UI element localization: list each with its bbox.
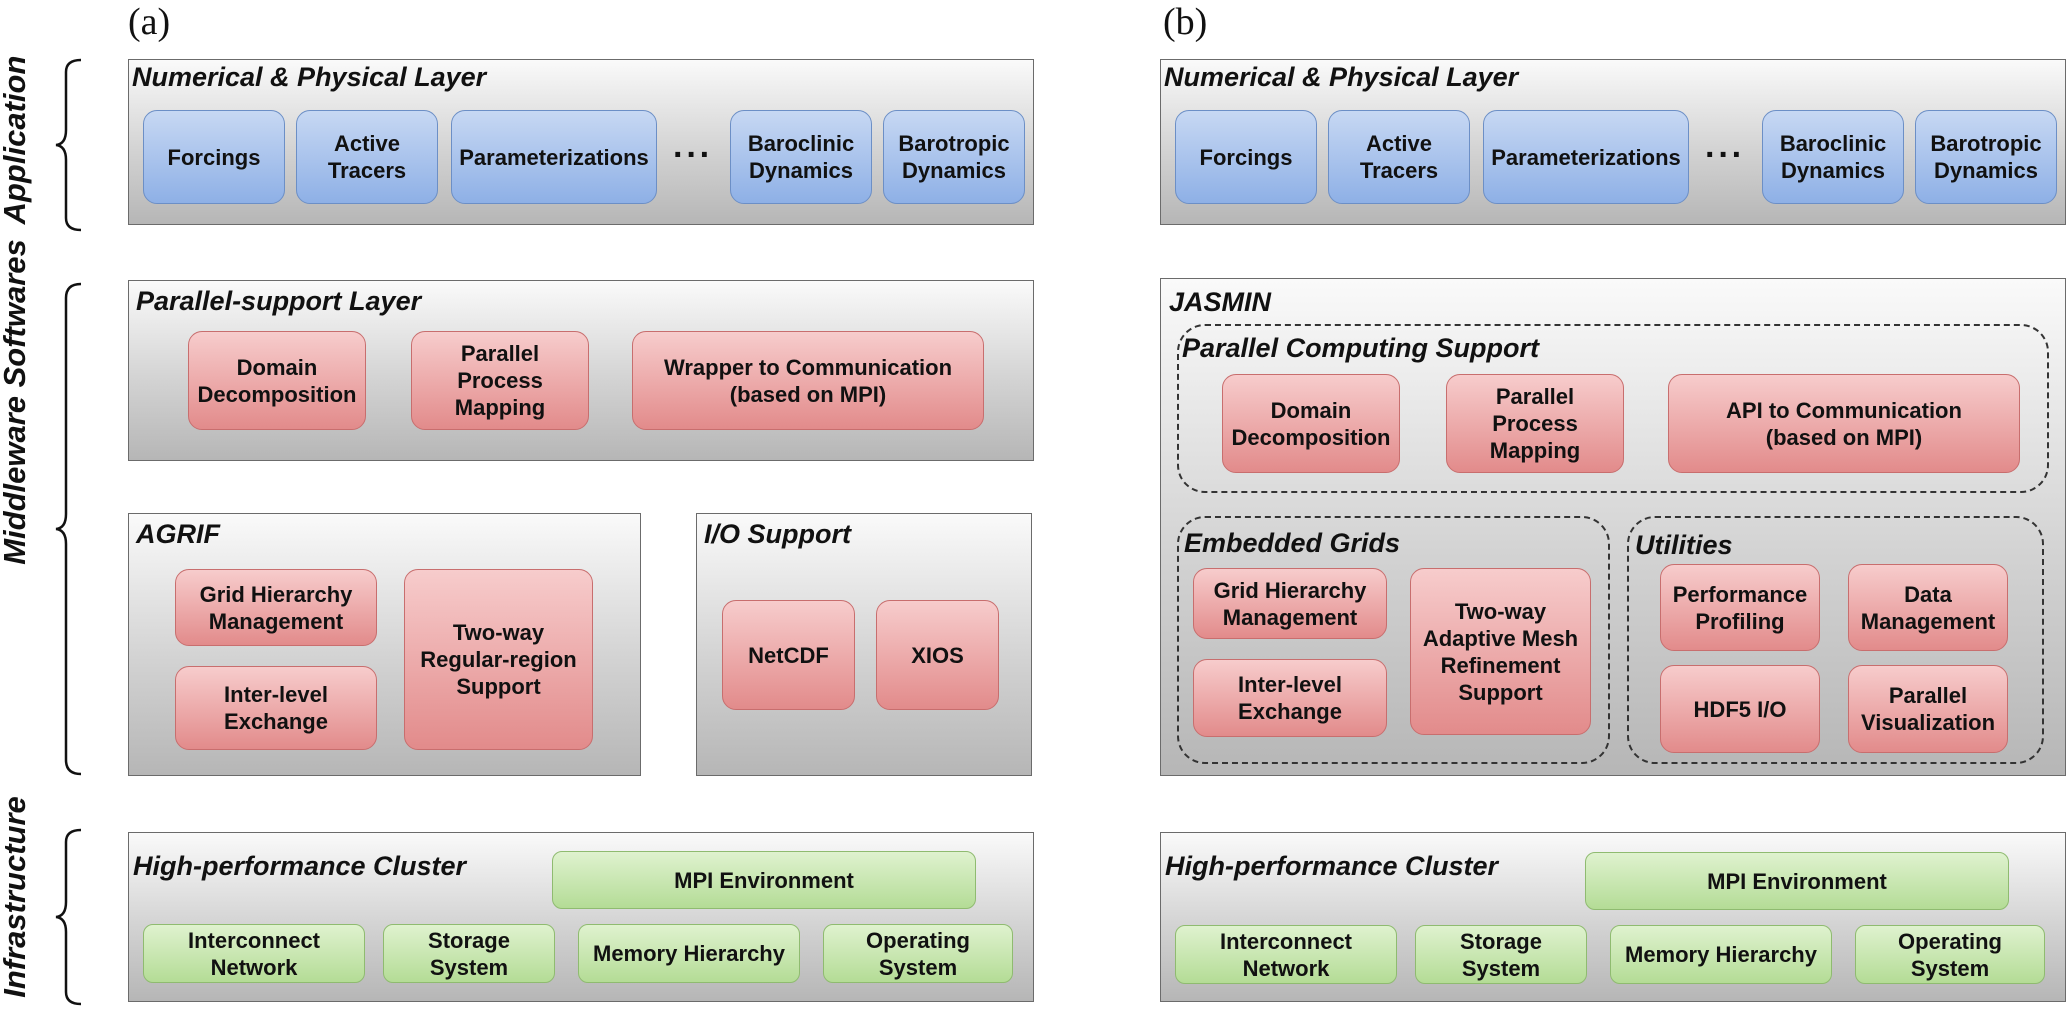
module-inter-level-exchange: Inter-level Exchange xyxy=(175,666,377,750)
panel-b-label: (b) xyxy=(1163,1,1208,43)
module-performance-profiling: Performance Profiling xyxy=(1660,564,1820,651)
ellipsis: ··· xyxy=(673,135,713,174)
module-baroclinic-dynamics: Baroclinic Dynamics xyxy=(730,110,872,204)
module-two-way-regular-region-support: Two-way Regular-region Support xyxy=(404,569,593,750)
module-memory-hierarchy: Memory Hierarchy xyxy=(1610,925,1832,984)
panel-a-agrif-title: AGRIF xyxy=(136,519,220,549)
module-domain-decomposition: Domain Decomposition xyxy=(1222,374,1400,473)
module-two-way-adaptive-mesh-refinement-support: Two-way Adaptive Mesh Refinement Support xyxy=(1410,568,1591,735)
module-grid-hierarchy-management: Grid Hierarchy Management xyxy=(175,569,377,646)
ellipsis: ··· xyxy=(1705,135,1745,174)
utilities-title: Utilities xyxy=(1635,530,1733,560)
module-forcings: Forcings xyxy=(143,110,285,204)
module-parallel-process-mapping: Parallel Process Mapping xyxy=(411,331,589,430)
panel-a-label: (a) xyxy=(128,1,171,43)
embedded-grids-title: Embedded Grids xyxy=(1184,528,1401,558)
module-interconnect-network: Interconnect Network xyxy=(143,924,365,983)
module-grid-hierarchy-management: Grid Hierarchy Management xyxy=(1193,568,1387,639)
module-hdf5-io: HDF5 I/O xyxy=(1660,665,1820,753)
module-api-to-communication: API to Communication (based on MPI) xyxy=(1668,374,2020,473)
panel-a-app-title: Numerical & Physical Layer xyxy=(132,62,487,92)
module-storage-system: Storage System xyxy=(1415,925,1587,984)
module-parameterizations: Parameterizations xyxy=(451,110,657,204)
module-forcings: Forcings xyxy=(1175,110,1317,204)
module-parameterizations: Parameterizations xyxy=(1483,110,1689,204)
parallel-computing-support-title: Parallel Computing Support xyxy=(1182,333,1540,363)
module-wrapper-to-communication: Wrapper to Communication (based on MPI) xyxy=(632,331,984,430)
axis-label-infrastructure: Infrastructure xyxy=(0,796,32,998)
embedded-grids-group xyxy=(1177,516,1610,764)
brace-infrastructure xyxy=(55,828,82,1006)
parallel-computing-support-group xyxy=(1177,324,2049,493)
module-barotropic-dynamics: Barotropic Dynamics xyxy=(883,110,1025,204)
module-interconnect-network: Interconnect Network xyxy=(1175,925,1397,984)
module-inter-level-exchange: Inter-level Exchange xyxy=(1193,659,1387,737)
module-operating-system: Operating System xyxy=(1855,925,2045,984)
brace-middleware xyxy=(55,282,82,776)
module-xios: XIOS xyxy=(876,600,999,710)
panel-b-cluster-title: High-performance Cluster xyxy=(1165,851,1499,881)
brace-application xyxy=(55,58,82,232)
panel-a-io-title: I/O Support xyxy=(704,519,851,549)
axis-label-application: Application xyxy=(0,55,32,225)
module-storage-system: Storage System xyxy=(383,924,555,983)
axis-label-middleware: Middleware Softwares xyxy=(0,239,32,565)
module-operating-system: Operating System xyxy=(823,924,1013,983)
module-domain-decomposition: Domain Decomposition xyxy=(188,331,366,430)
module-active-tracers: Active Tracers xyxy=(1328,110,1470,204)
panel-b-app-title: Numerical & Physical Layer xyxy=(1164,62,1519,92)
module-mpi-environment: MPI Environment xyxy=(1585,852,2009,910)
module-baroclinic-dynamics: Baroclinic Dynamics xyxy=(1762,110,1904,204)
panel-a-cluster-title: High-performance Cluster xyxy=(133,851,467,881)
module-mpi-environment: MPI Environment xyxy=(552,851,976,909)
panel-b-jasmin-title: JASMIN xyxy=(1169,287,1272,317)
module-active-tracers: Active Tracers xyxy=(296,110,438,204)
module-parallel-visualization: Parallel Visualization xyxy=(1848,665,2008,753)
module-memory-hierarchy: Memory Hierarchy xyxy=(578,924,800,983)
module-parallel-process-mapping: Parallel Process Mapping xyxy=(1446,374,1624,473)
module-barotropic-dynamics: Barotropic Dynamics xyxy=(1915,110,2057,204)
panel-a-parallel-title: Parallel-support Layer xyxy=(136,286,422,316)
utilities-group xyxy=(1627,516,2044,764)
module-netcdf: NetCDF xyxy=(722,600,855,710)
module-data-management: Data Management xyxy=(1848,564,2008,651)
